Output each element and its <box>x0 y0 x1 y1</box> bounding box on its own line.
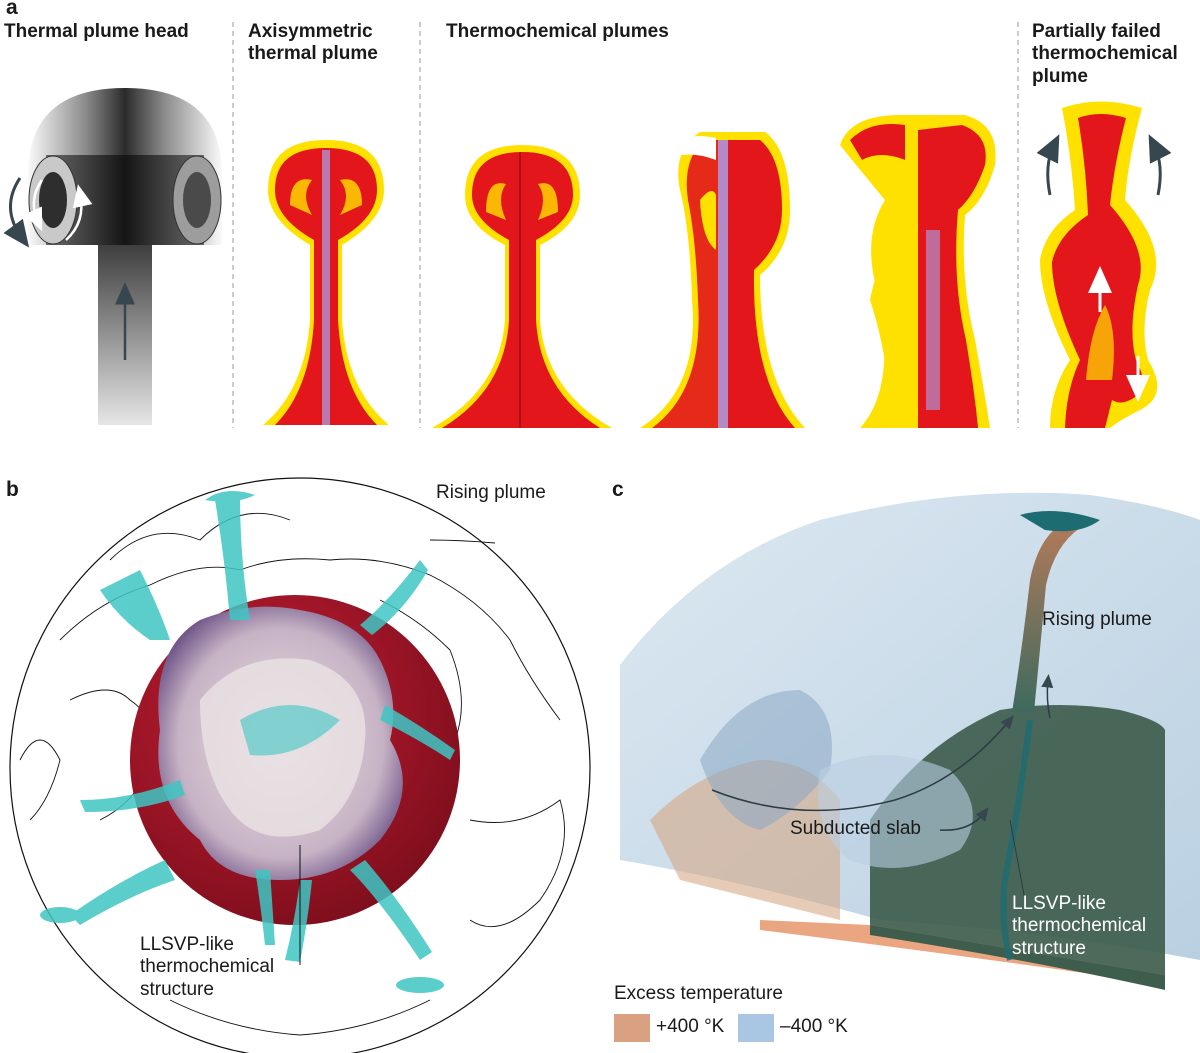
thermal-plume-head-diagram <box>3 88 222 425</box>
legend-cold-swatch <box>738 1014 774 1042</box>
legend-title: Excess temperature <box>614 983 783 1004</box>
legend-cold-label: –400 °K <box>780 1016 848 1037</box>
panel-a-letter: a <box>6 0 18 19</box>
section-llsvp-label: LLSVP-like thermochemical structure <box>1012 893 1147 959</box>
axisymmetric-plume <box>263 140 389 425</box>
panel-c-letter: c <box>612 478 624 501</box>
subducted-slab <box>700 690 832 830</box>
legend-hot-label: +400 °K <box>656 1016 725 1037</box>
globe-llsvp-label: LLSVP-like thermochemical structure <box>140 934 275 1000</box>
right-rising-arrow-icon <box>1148 134 1172 196</box>
thermochemical-plume-2 <box>640 132 805 428</box>
plume-up-arrow-icon <box>1041 674 1054 719</box>
globe-model <box>9 477 591 1053</box>
left-rising-arrow-icon <box>1036 134 1060 196</box>
title-axisymmetric-plume: Axisymmetric thermal plume <box>248 21 378 65</box>
title-partially-failed-plume: Partially failed thermochemical plume <box>1032 21 1178 87</box>
panel-b-letter: b <box>6 478 19 501</box>
section-slab-label: Subducted slab <box>790 818 921 839</box>
thermochemical-plume-3 <box>840 115 996 428</box>
flow-arrow-icon <box>711 715 1014 812</box>
globe-rising-plume-label: Rising plume <box>436 482 546 503</box>
rising-plume-stem <box>1012 525 1080 712</box>
continent-outlines <box>19 512 565 1036</box>
thermochemical-plume-1 <box>432 145 612 428</box>
title-thermal-plume-head: Thermal plume head <box>4 21 189 42</box>
section-rising-plume-label: Rising plume <box>1042 609 1152 630</box>
teal-plumes <box>40 491 455 993</box>
partially-failed-plume <box>1036 101 1172 428</box>
panel-dividers <box>232 22 1019 428</box>
title-thermochemical-plumes: Thermochemical plumes <box>446 21 669 42</box>
mantle-section-model <box>620 492 1200 990</box>
rotation-arrow-icon <box>3 177 30 248</box>
legend-hot-swatch <box>614 1014 650 1042</box>
